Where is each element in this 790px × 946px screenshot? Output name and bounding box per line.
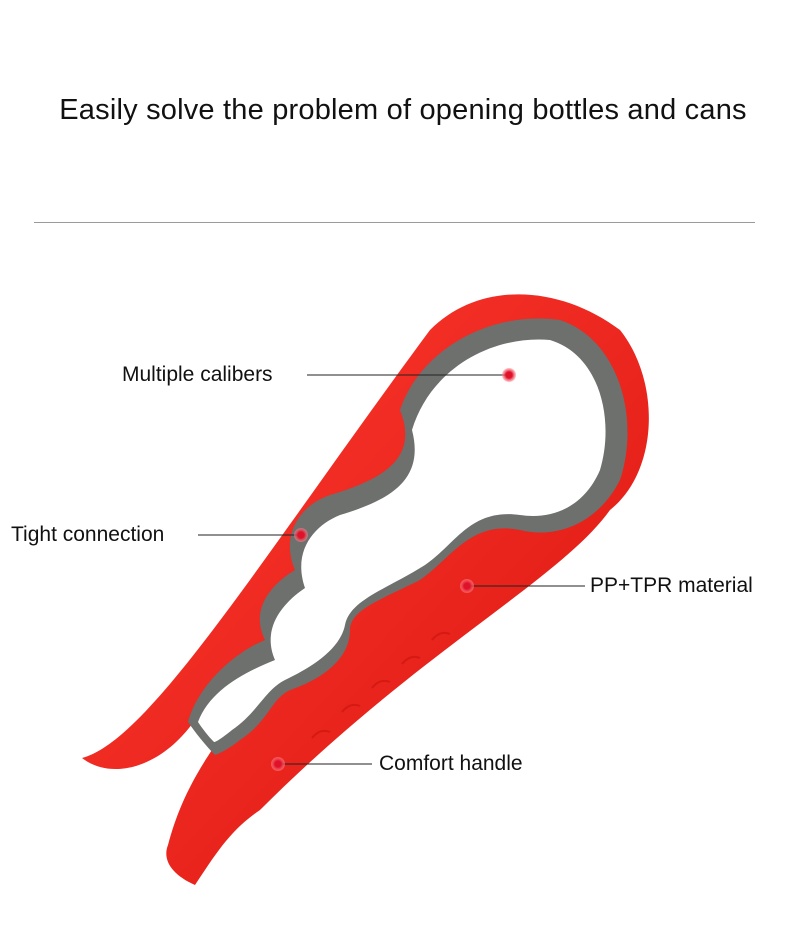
opener-inner-opening: [198, 339, 606, 742]
callout-pp-tpr-material: PP+TPR material: [590, 574, 753, 597]
callout-comfort-handle: Comfort handle: [379, 752, 523, 775]
marker-dot-pp-tpr-material: [460, 579, 474, 593]
callout-multiple-calibers: Multiple calibers: [122, 363, 273, 386]
callout-tight-connection: Tight connection: [11, 523, 165, 546]
marker-dot-comfort-handle: [271, 757, 285, 771]
headline: Easily solve the problem of opening bott…: [59, 94, 747, 126]
marker-dot-multiple-calibers: [502, 368, 516, 382]
divider-line: [34, 222, 755, 223]
marker-dot-tight-connection: [294, 528, 308, 542]
handle-ridges: [311, 631, 451, 739]
